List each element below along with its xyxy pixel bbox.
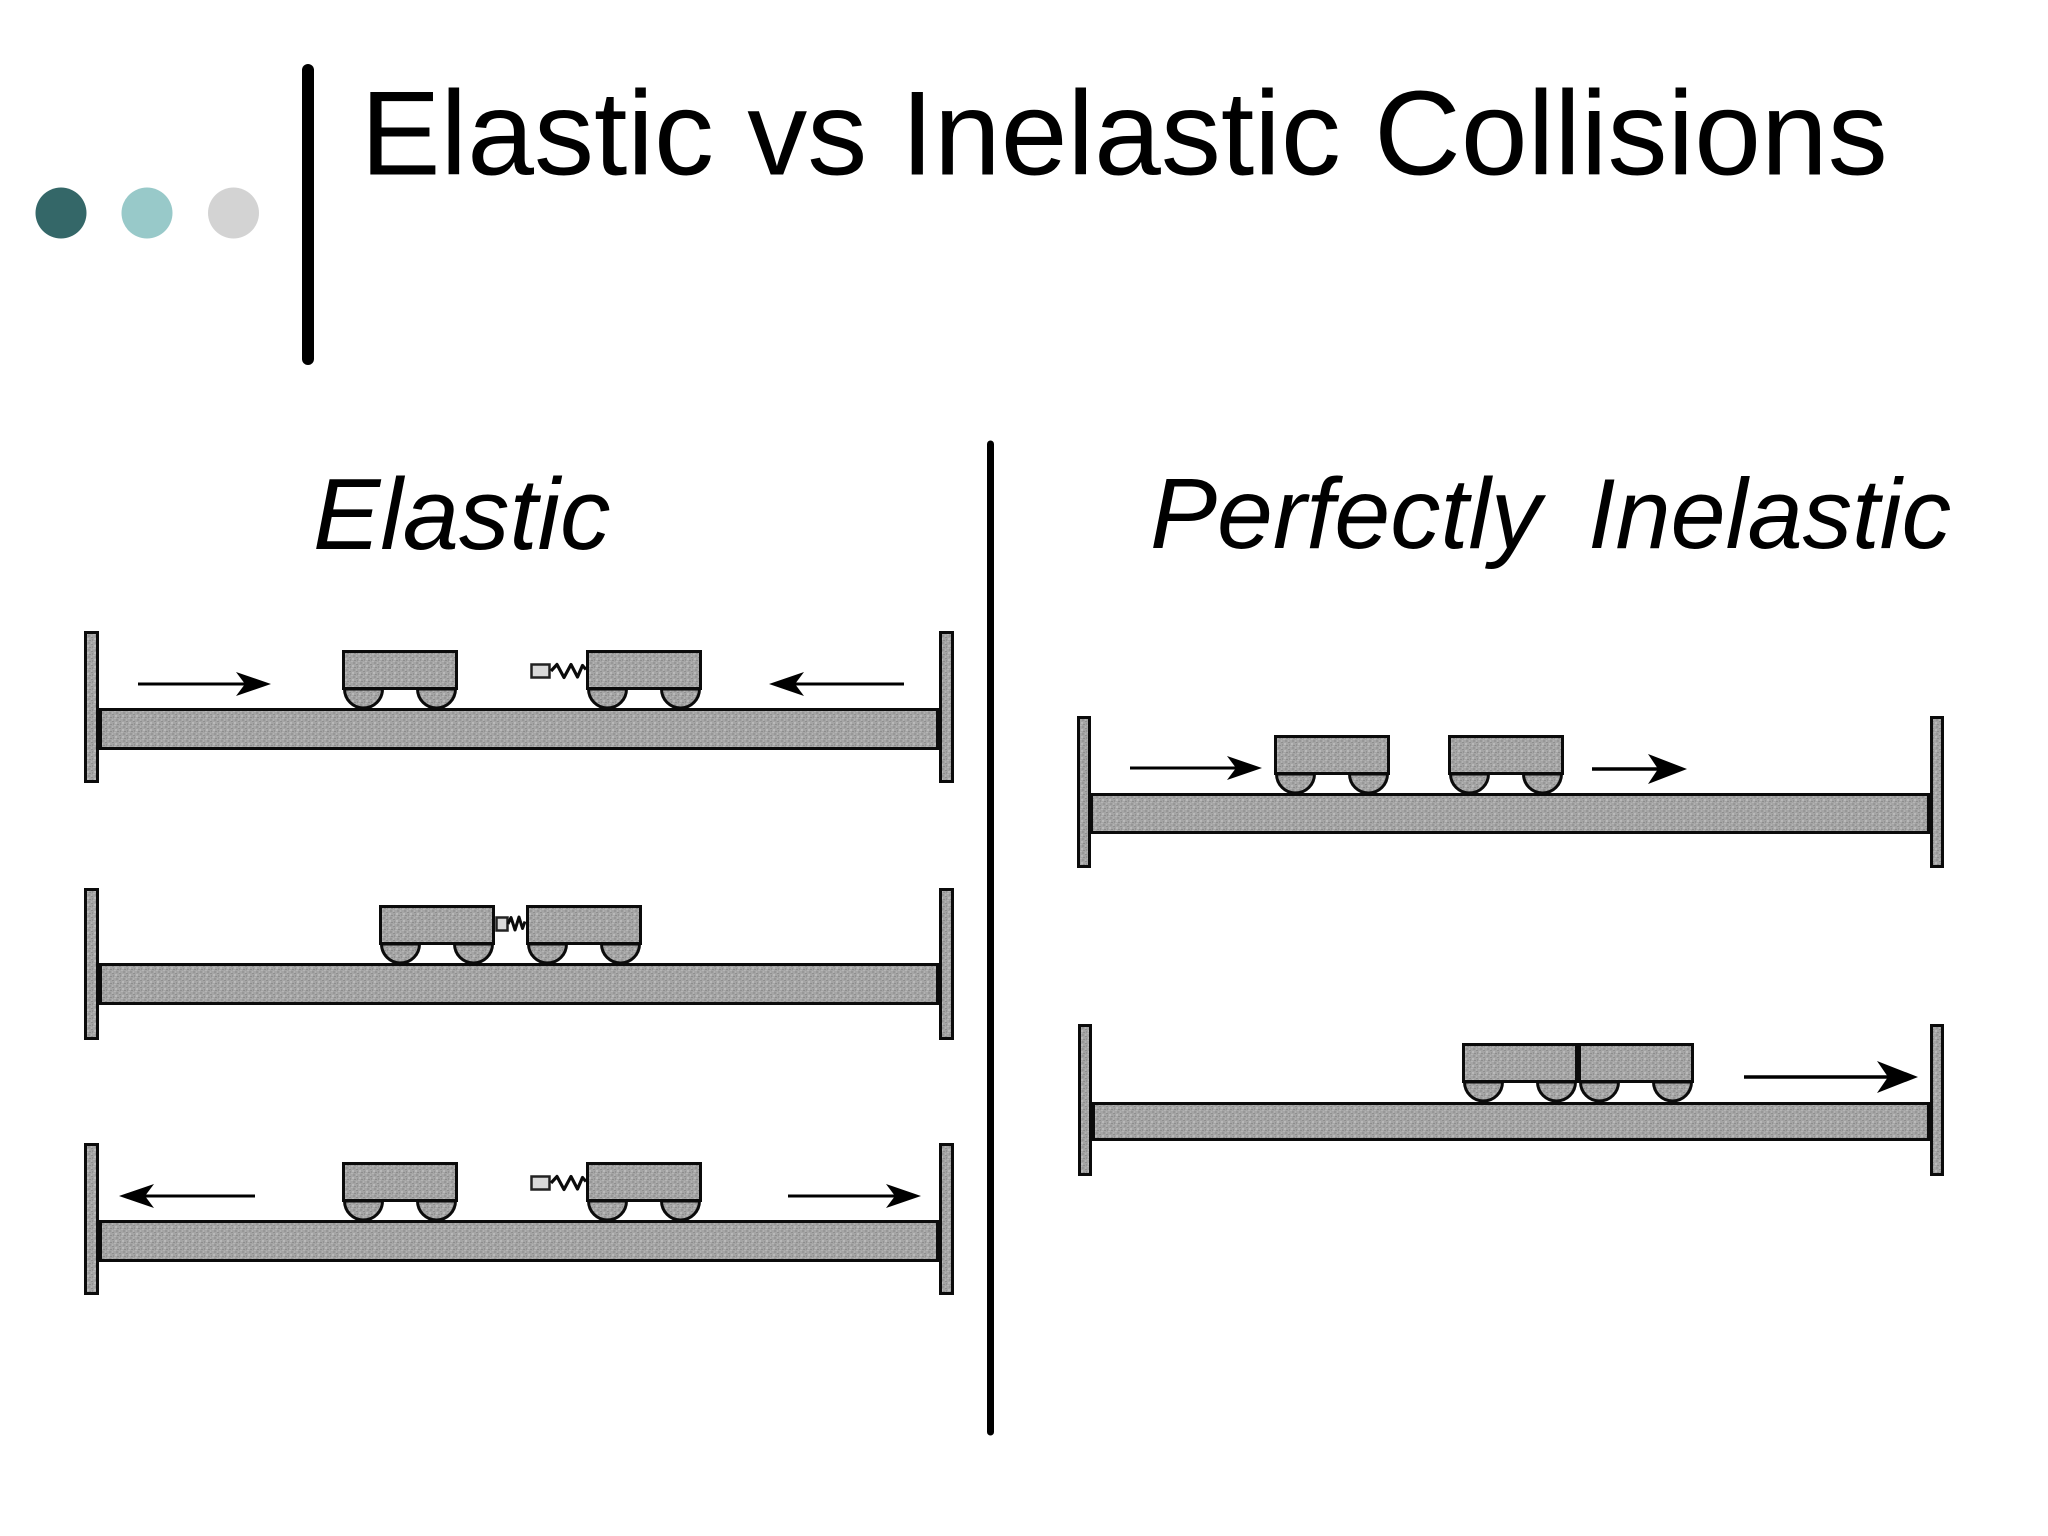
svg-text:Elastic vs Inelastic Collision: Elastic vs Inelastic Collisions (361, 67, 1888, 201)
svg-text:Perfectly: Perfectly (1150, 458, 1547, 570)
svg-text:Inelastic: Inelastic (1588, 458, 1951, 569)
svg-text:Elastic: Elastic (313, 459, 610, 571)
